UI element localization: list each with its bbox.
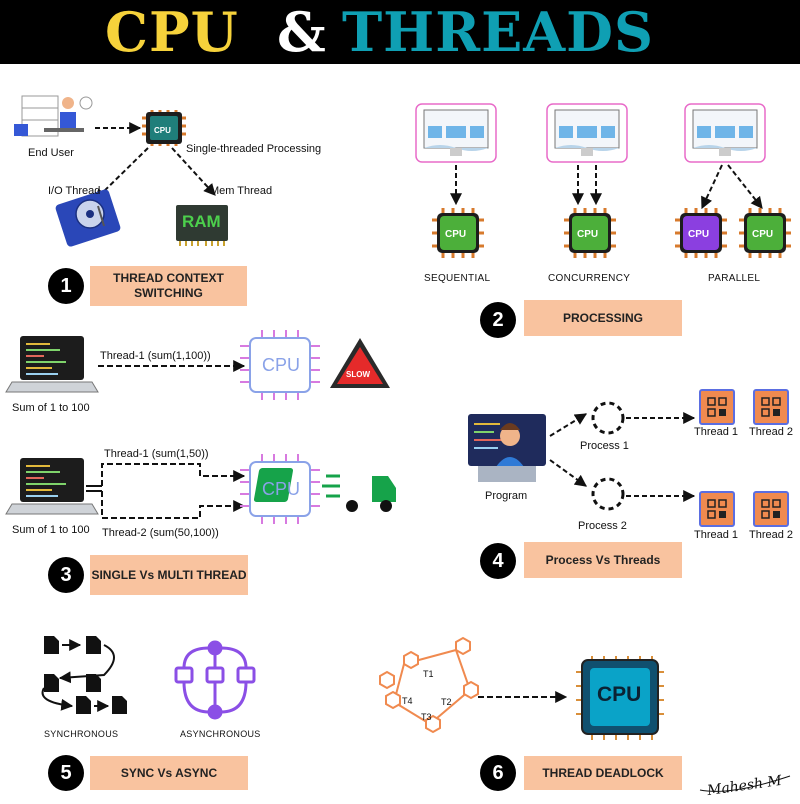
section-5-label: SYNC Vs ASYNC	[90, 756, 248, 790]
p1-thread2-label: Thread 2	[749, 426, 794, 438]
slow-label: SLOW	[346, 370, 370, 379]
t3-label: T3	[421, 712, 432, 722]
section-6-number: 6	[480, 755, 516, 791]
section-2-label: PROCESSING	[524, 300, 682, 336]
process2-spinner-icon	[591, 477, 625, 511]
thread-icon-p2-t1	[699, 491, 735, 527]
cpu-chip-top	[142, 110, 186, 146]
slow-warning-icon	[330, 338, 390, 388]
deadlock-cycle	[379, 636, 479, 734]
process1-spinner-icon	[591, 401, 625, 435]
parallel-caption: PARALLEL	[708, 273, 761, 284]
fast-label: FAST	[340, 479, 366, 490]
hard-disk-icon	[55, 189, 121, 247]
t4-label: T4	[402, 696, 413, 706]
asynchronous-flow-icon	[174, 640, 256, 720]
title-threads: THREADS	[342, 0, 654, 64]
thread-icons	[699, 389, 789, 527]
sum-bottom-label: Sum of 1 to 100	[12, 524, 90, 536]
process2-label: Process 2	[578, 520, 627, 532]
cpu-outline-top-label: CPU	[262, 355, 301, 375]
cpu-label-parallel-purple: CPU	[688, 229, 710, 240]
t2-label: T2	[441, 697, 452, 707]
io-thread-label: I/O Thread	[48, 185, 101, 197]
cpu-label-sequential: CPU	[445, 229, 467, 240]
thread-icon-p1-t1	[699, 389, 735, 425]
ram-label: RAM	[182, 212, 221, 231]
section-4-label: Process Vs Threads	[524, 542, 682, 578]
program-illustration	[468, 414, 546, 482]
section-6-label: THREAD DEADLOCK	[524, 756, 682, 790]
synchronous-flow-icon	[41, 636, 127, 714]
sum-top-label: Sum of 1 to 100	[12, 402, 90, 414]
section-3-label: SINGLE Vs MULTI THREAD	[90, 555, 248, 595]
end-user-label: End User	[28, 147, 74, 159]
section-4-number: 4	[480, 543, 516, 579]
cpu-label-parallel-green: CPU	[752, 229, 774, 240]
asynchronous-caption: ASYNCHRONOUS	[180, 729, 261, 739]
title-cpu: CPU	[105, 0, 239, 64]
monitor-parallel	[684, 103, 766, 163]
t1-label: T1	[423, 669, 434, 679]
p2-thread1-label: Thread 1	[694, 529, 739, 541]
single-thread-label: Thread-1 (sum(1,100))	[100, 350, 211, 362]
multi-thread1-label: Thread-1 (sum(1,50))	[104, 448, 209, 460]
laptop-icon-bottom	[5, 458, 99, 515]
multi-thread2-label: Thread-2 (sum(50,100))	[102, 527, 219, 539]
title-ampersand: &	[277, 0, 327, 64]
single-threaded-label: Single-threaded Processing	[186, 143, 322, 155]
concurrency-caption: CONCURRENCY	[548, 273, 631, 284]
section-1-number: 1	[48, 268, 84, 304]
section-5-number: 5	[48, 755, 84, 791]
p2-thread2-label: Thread 2	[749, 529, 794, 541]
section-2-number: 2	[480, 302, 516, 338]
cpu-outline-bottom-label: CPU	[262, 479, 301, 499]
fast-truck-icon	[253, 468, 396, 512]
program-label: Program	[485, 490, 528, 502]
title-banner: CPU & THREADS	[0, 0, 800, 64]
cpu-chip-green-concurrency	[564, 208, 616, 258]
end-user-illustration	[14, 95, 93, 137]
cpu-chip-large	[576, 656, 664, 740]
mem-thread-label: Mem Thread	[210, 185, 273, 197]
sequential-caption: SEQUENTIAL	[424, 273, 491, 284]
cpu-chip-label: CPU	[154, 126, 171, 135]
cpu-chips-processing	[432, 208, 791, 258]
monitor-concurrency	[546, 103, 628, 163]
monitor-sequential	[415, 103, 497, 163]
cpu-outline-top	[240, 330, 320, 400]
section-1-label: THREAD CONTEXT SWITCHING	[90, 266, 247, 306]
section-3-number: 3	[48, 557, 84, 593]
process1-label: Process 1	[580, 440, 629, 452]
cpu-label-concurrency: CPU	[577, 229, 599, 240]
thread-icon-p2-t2	[753, 491, 789, 527]
cpu-chip-purple-parallel	[675, 208, 727, 258]
laptop-icon-top	[5, 336, 99, 393]
cpu-chip-green-sequential	[432, 208, 484, 258]
synchronous-caption: SYNCHRONOUS	[44, 729, 119, 739]
p1-thread1-label: Thread 1	[694, 426, 739, 438]
thread-icon-p1-t2	[753, 389, 789, 425]
cpu-chip-green-parallel	[739, 208, 791, 258]
deadlock-cpu-label: CPU	[597, 683, 642, 706]
ram-icon	[176, 205, 228, 246]
